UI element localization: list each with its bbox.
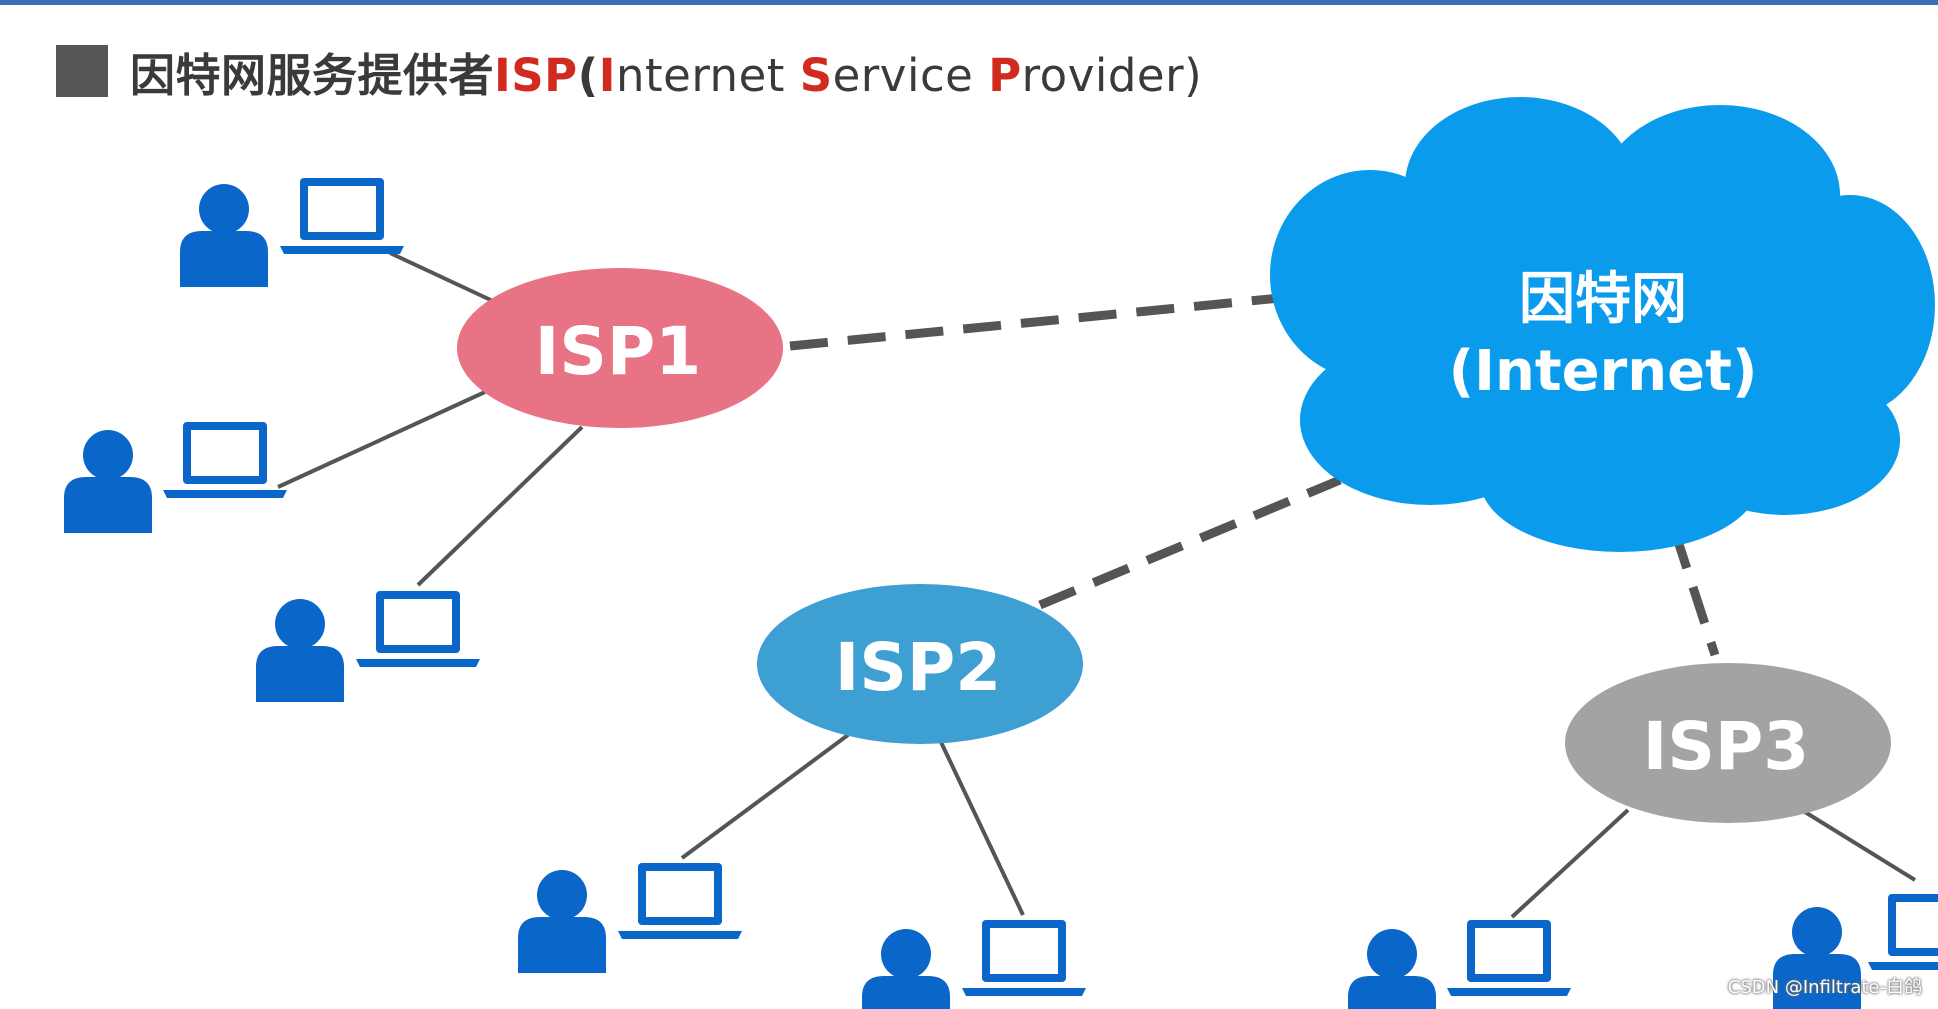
- link-isp1-client3: [416, 425, 584, 587]
- heading-open-paren: (: [577, 48, 599, 102]
- watermark: CSDN @Infiltrate-白鸽: [1727, 977, 1922, 998]
- isp1-client-2: [64, 422, 287, 533]
- isp3-node: ISP3: [1565, 663, 1891, 823]
- top-accent-bar: [0, 0, 1938, 5]
- user-icon: [64, 430, 152, 533]
- user-icon: [862, 929, 950, 1009]
- internet-title: 因特网: [1519, 267, 1687, 332]
- isp1-client-3: [256, 591, 480, 702]
- heading-i-rest: nternet: [615, 48, 800, 102]
- link-isp3-internet: [1670, 530, 1720, 657]
- heading-i-cap: I: [598, 48, 616, 102]
- user-icon: [1348, 929, 1436, 1009]
- heading-prefix: 因特网服务提供者: [130, 48, 495, 102]
- isp1-node: ISP1: [457, 268, 783, 428]
- isp1-ellipse: [457, 268, 783, 428]
- heading-s-cap: S: [799, 48, 833, 102]
- laptop-icon: [356, 591, 480, 667]
- user-icon: [518, 870, 606, 973]
- cloud-core: [1360, 165, 1860, 495]
- isp2-ellipse: [757, 584, 1083, 744]
- link-isp3-client1: [1510, 808, 1630, 919]
- laptop-icon: [1868, 894, 1938, 970]
- heading-bullet-square: [56, 45, 108, 97]
- link-isp2-client1: [680, 733, 850, 860]
- heading-isp: ISP: [494, 48, 578, 102]
- heading-title: 因特网服务提供者ISP(Internet Service Provider): [130, 39, 1202, 104]
- laptop-icon: [962, 920, 1086, 996]
- isp2-client-1: [518, 863, 742, 973]
- isp2-label: ISP2: [835, 629, 1001, 706]
- laptop-icon: [163, 422, 287, 498]
- internet-subtitle: (Internet): [1449, 339, 1758, 404]
- laptop-icon: [618, 863, 742, 939]
- isp2-node: ISP2: [757, 584, 1083, 744]
- backbone-links: [789, 293, 1720, 657]
- link-isp3-client2: [1803, 810, 1917, 882]
- isp3-ellipse: [1565, 663, 1891, 823]
- isp1-label: ISP1: [535, 313, 701, 390]
- heading-p-rest: rovider): [1021, 48, 1203, 102]
- link-isp2-client2: [938, 739, 1025, 916]
- isp1-client-1: [180, 178, 404, 287]
- heading-p-cap: P: [988, 48, 1022, 102]
- user-icon: [180, 184, 268, 287]
- slide-heading: 因特网服务提供者ISP(Internet Service Provider): [56, 36, 1202, 106]
- link-isp1-client1: [389, 251, 496, 304]
- heading-s-rest: ervice: [832, 48, 989, 102]
- isp3-label: ISP3: [1643, 708, 1809, 785]
- laptop-icon: [280, 178, 404, 254]
- isp2-client-2: [862, 920, 1086, 1009]
- link-isp1-internet: [789, 293, 1281, 351]
- link-isp2-internet: [1038, 475, 1342, 610]
- internet-cloud: 因特网 (Internet): [1270, 97, 1935, 552]
- access-links: [277, 251, 1917, 919]
- link-isp1-client2: [277, 390, 486, 489]
- user-icon: [256, 599, 344, 702]
- laptop-icon: [1447, 920, 1571, 996]
- isp3-client-1: [1348, 920, 1571, 1009]
